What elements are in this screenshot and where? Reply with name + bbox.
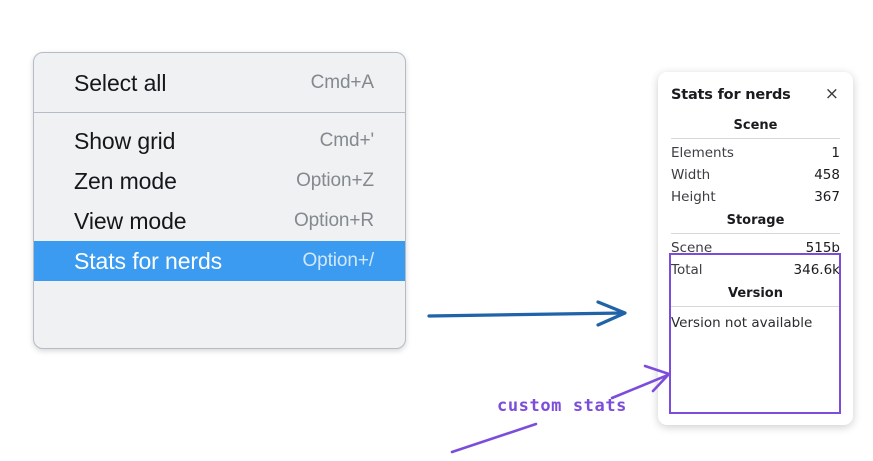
stat-value: 346.6k	[793, 262, 840, 278]
menu-item-label: Show grid	[74, 127, 176, 154]
stats-panel-header: Stats for nerds ×	[671, 86, 840, 103]
stat-row-version: Version not available	[671, 315, 813, 331]
stat-value: 1	[831, 145, 840, 161]
stat-value: 515b	[805, 240, 840, 256]
menu-item-zen-mode[interactable]: Zen mode Option+Z	[34, 161, 405, 201]
close-icon[interactable]: ×	[824, 84, 839, 104]
stat-value: 367	[814, 189, 840, 205]
menu-group-1: Select all Cmd+A	[34, 53, 405, 112]
stat-value: 458	[814, 167, 840, 183]
stats-panel-title: Stats for nerds	[671, 86, 791, 103]
menu-item-shortcut: Option+Z	[296, 170, 374, 191]
menu-item-label: Zen mode	[74, 167, 177, 194]
stat-row-width: Width 458	[671, 164, 840, 186]
context-menu[interactable]: Select all Cmd+A Show grid Cmd+' Zen mod…	[33, 52, 406, 349]
menu-separator	[34, 112, 405, 113]
stat-row-elements: Elements 1	[671, 142, 840, 164]
menu-item-label: Select all	[74, 69, 167, 96]
flow-arrow-icon	[427, 300, 627, 327]
menu-item-select-all[interactable]: Select all Cmd+A	[34, 63, 405, 103]
menu-item-stats-for-nerds[interactable]: Stats for nerds Option+/	[34, 241, 405, 281]
menu-item-label: Stats for nerds	[74, 247, 223, 274]
menu-item-shortcut: Option+/	[302, 250, 374, 271]
section-divider	[671, 138, 840, 139]
menu-item-shortcut: Cmd+A	[310, 72, 374, 93]
section-divider	[671, 233, 840, 234]
menu-item-show-grid[interactable]: Show grid Cmd+'	[34, 121, 405, 161]
callout-label: custom stats	[497, 396, 628, 416]
section-title-version: Version	[728, 286, 783, 301]
menu-item-label: View mode	[74, 207, 187, 234]
menu-item-shortcut: Cmd+'	[319, 130, 374, 151]
menu-group-2: Show grid Cmd+' Zen mode Option+Z View m…	[34, 113, 405, 289]
menu-item-view-mode[interactable]: View mode Option+R	[34, 201, 405, 241]
stat-key: Width	[671, 167, 711, 183]
stat-key: Scene	[671, 240, 713, 256]
stat-row-height: Height 367	[671, 186, 840, 208]
section-title-storage: Storage	[726, 213, 785, 228]
section-divider	[671, 306, 840, 307]
callout-underline-stroke	[450, 422, 538, 454]
stat-row-total-storage: Total 346.6k	[671, 259, 840, 281]
stat-row-scene-storage: Scene 515b	[671, 237, 840, 259]
stats-for-nerds-panel[interactable]: Stats for nerds × Scene Elements 1 Width…	[658, 72, 853, 425]
stat-key: Elements	[671, 145, 734, 161]
stat-key: Total	[671, 262, 703, 278]
menu-item-shortcut: Option+R	[294, 210, 374, 231]
stat-key: Height	[671, 189, 716, 205]
section-title-scene: Scene	[733, 118, 778, 133]
